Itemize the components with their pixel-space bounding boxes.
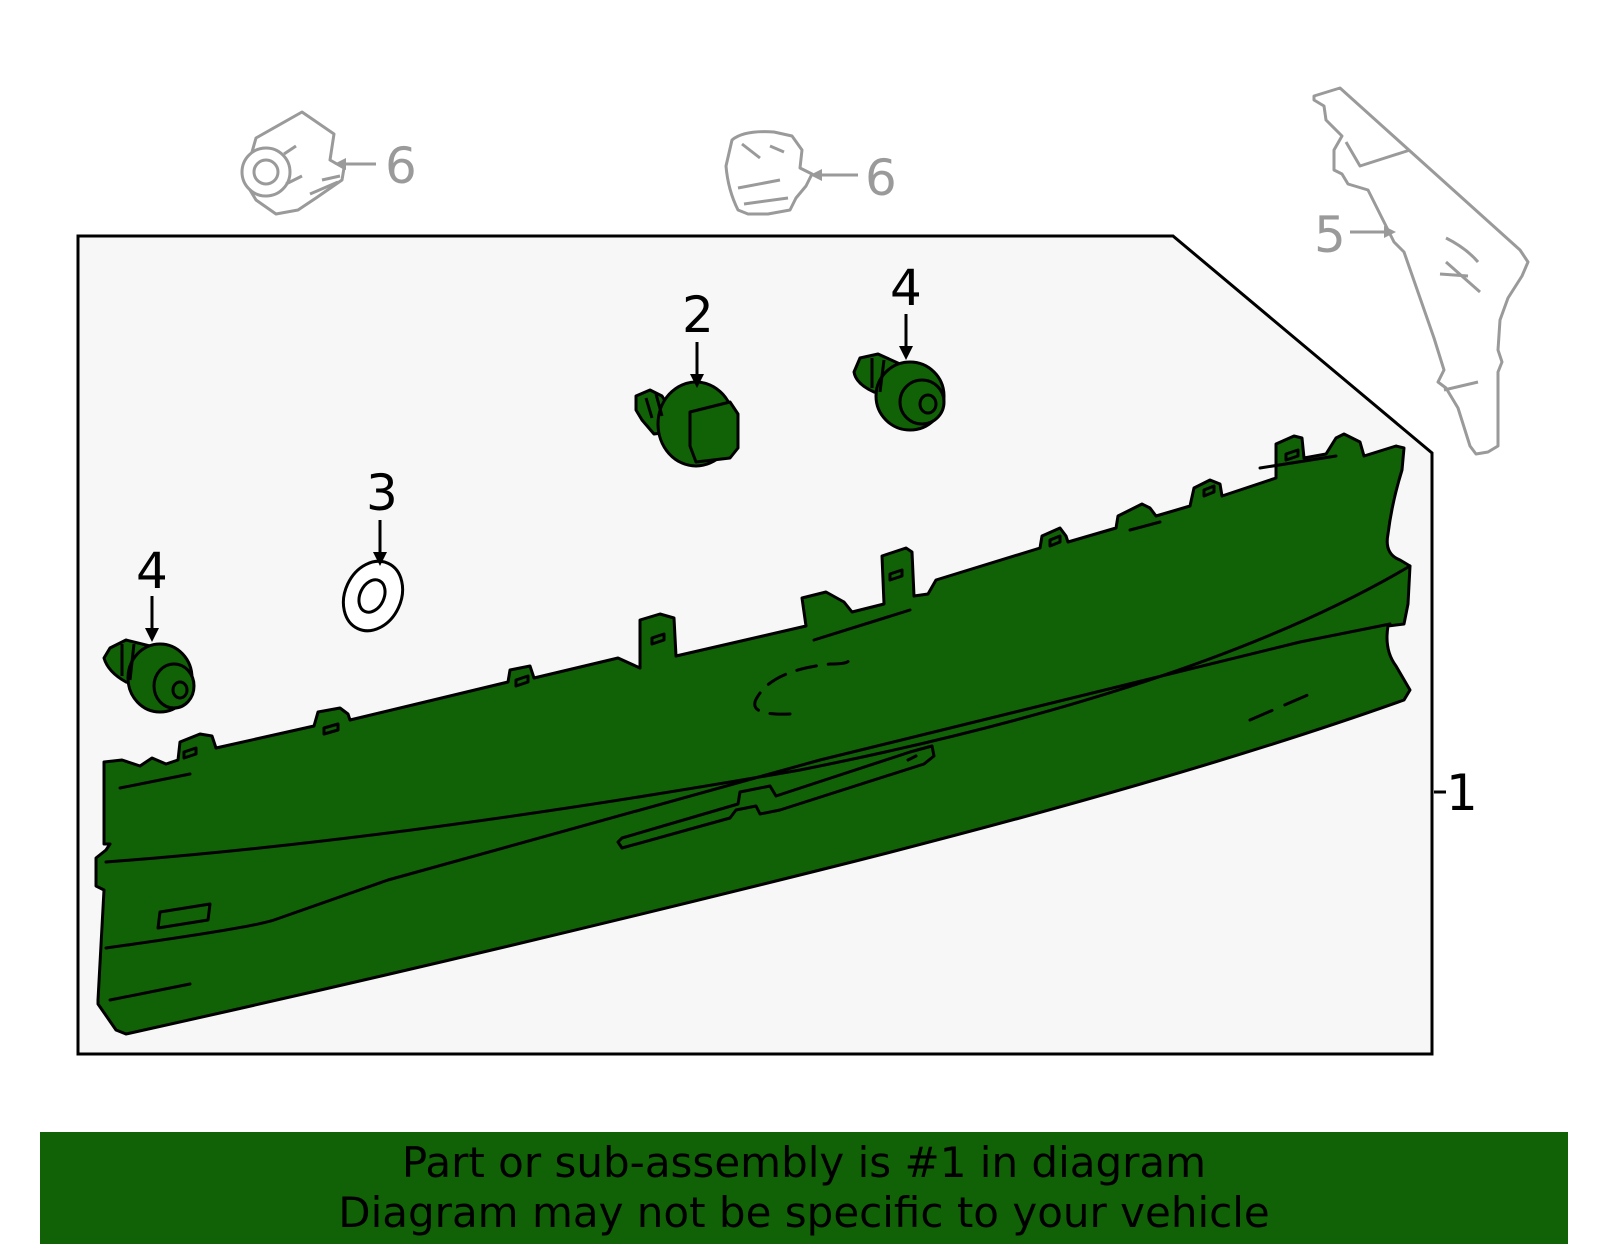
arrow-4-upper	[899, 346, 913, 360]
callout-5: 5	[1314, 206, 1346, 264]
arrow-3	[373, 552, 387, 566]
arrow-2	[690, 374, 704, 388]
part-1-trim-panel	[94, 432, 1412, 1036]
arrow-6-center	[810, 169, 822, 181]
callout-6-center: 6	[865, 149, 897, 207]
arrow-6-left	[334, 158, 346, 170]
callout-4-upper: 4	[890, 259, 922, 317]
notice-banner: Part or sub-assembly is #1 in diagram Di…	[40, 1132, 1568, 1244]
banner-line-2: Diagram may not be specific to your vehi…	[338, 1188, 1270, 1237]
banner-line-1: Part or sub-assembly is #1 in diagram	[401, 1138, 1207, 1187]
part-5-ghost	[1312, 86, 1530, 456]
arrow-4-left	[145, 628, 159, 642]
part-2-screw	[634, 380, 740, 468]
part-4-clip-left	[102, 638, 196, 714]
part-6-left-ghost	[240, 110, 346, 216]
callout-1: 1	[1446, 764, 1478, 822]
callout-3: 3	[366, 464, 398, 522]
callout-6-left: 6	[385, 137, 417, 195]
part-3-washer	[341, 559, 405, 633]
callout-2: 2	[682, 286, 714, 344]
arrow-5	[1384, 226, 1396, 238]
callout-4-left: 4	[136, 542, 168, 600]
part-4-clip-upper	[852, 352, 946, 432]
part-6-center-ghost	[724, 130, 814, 216]
